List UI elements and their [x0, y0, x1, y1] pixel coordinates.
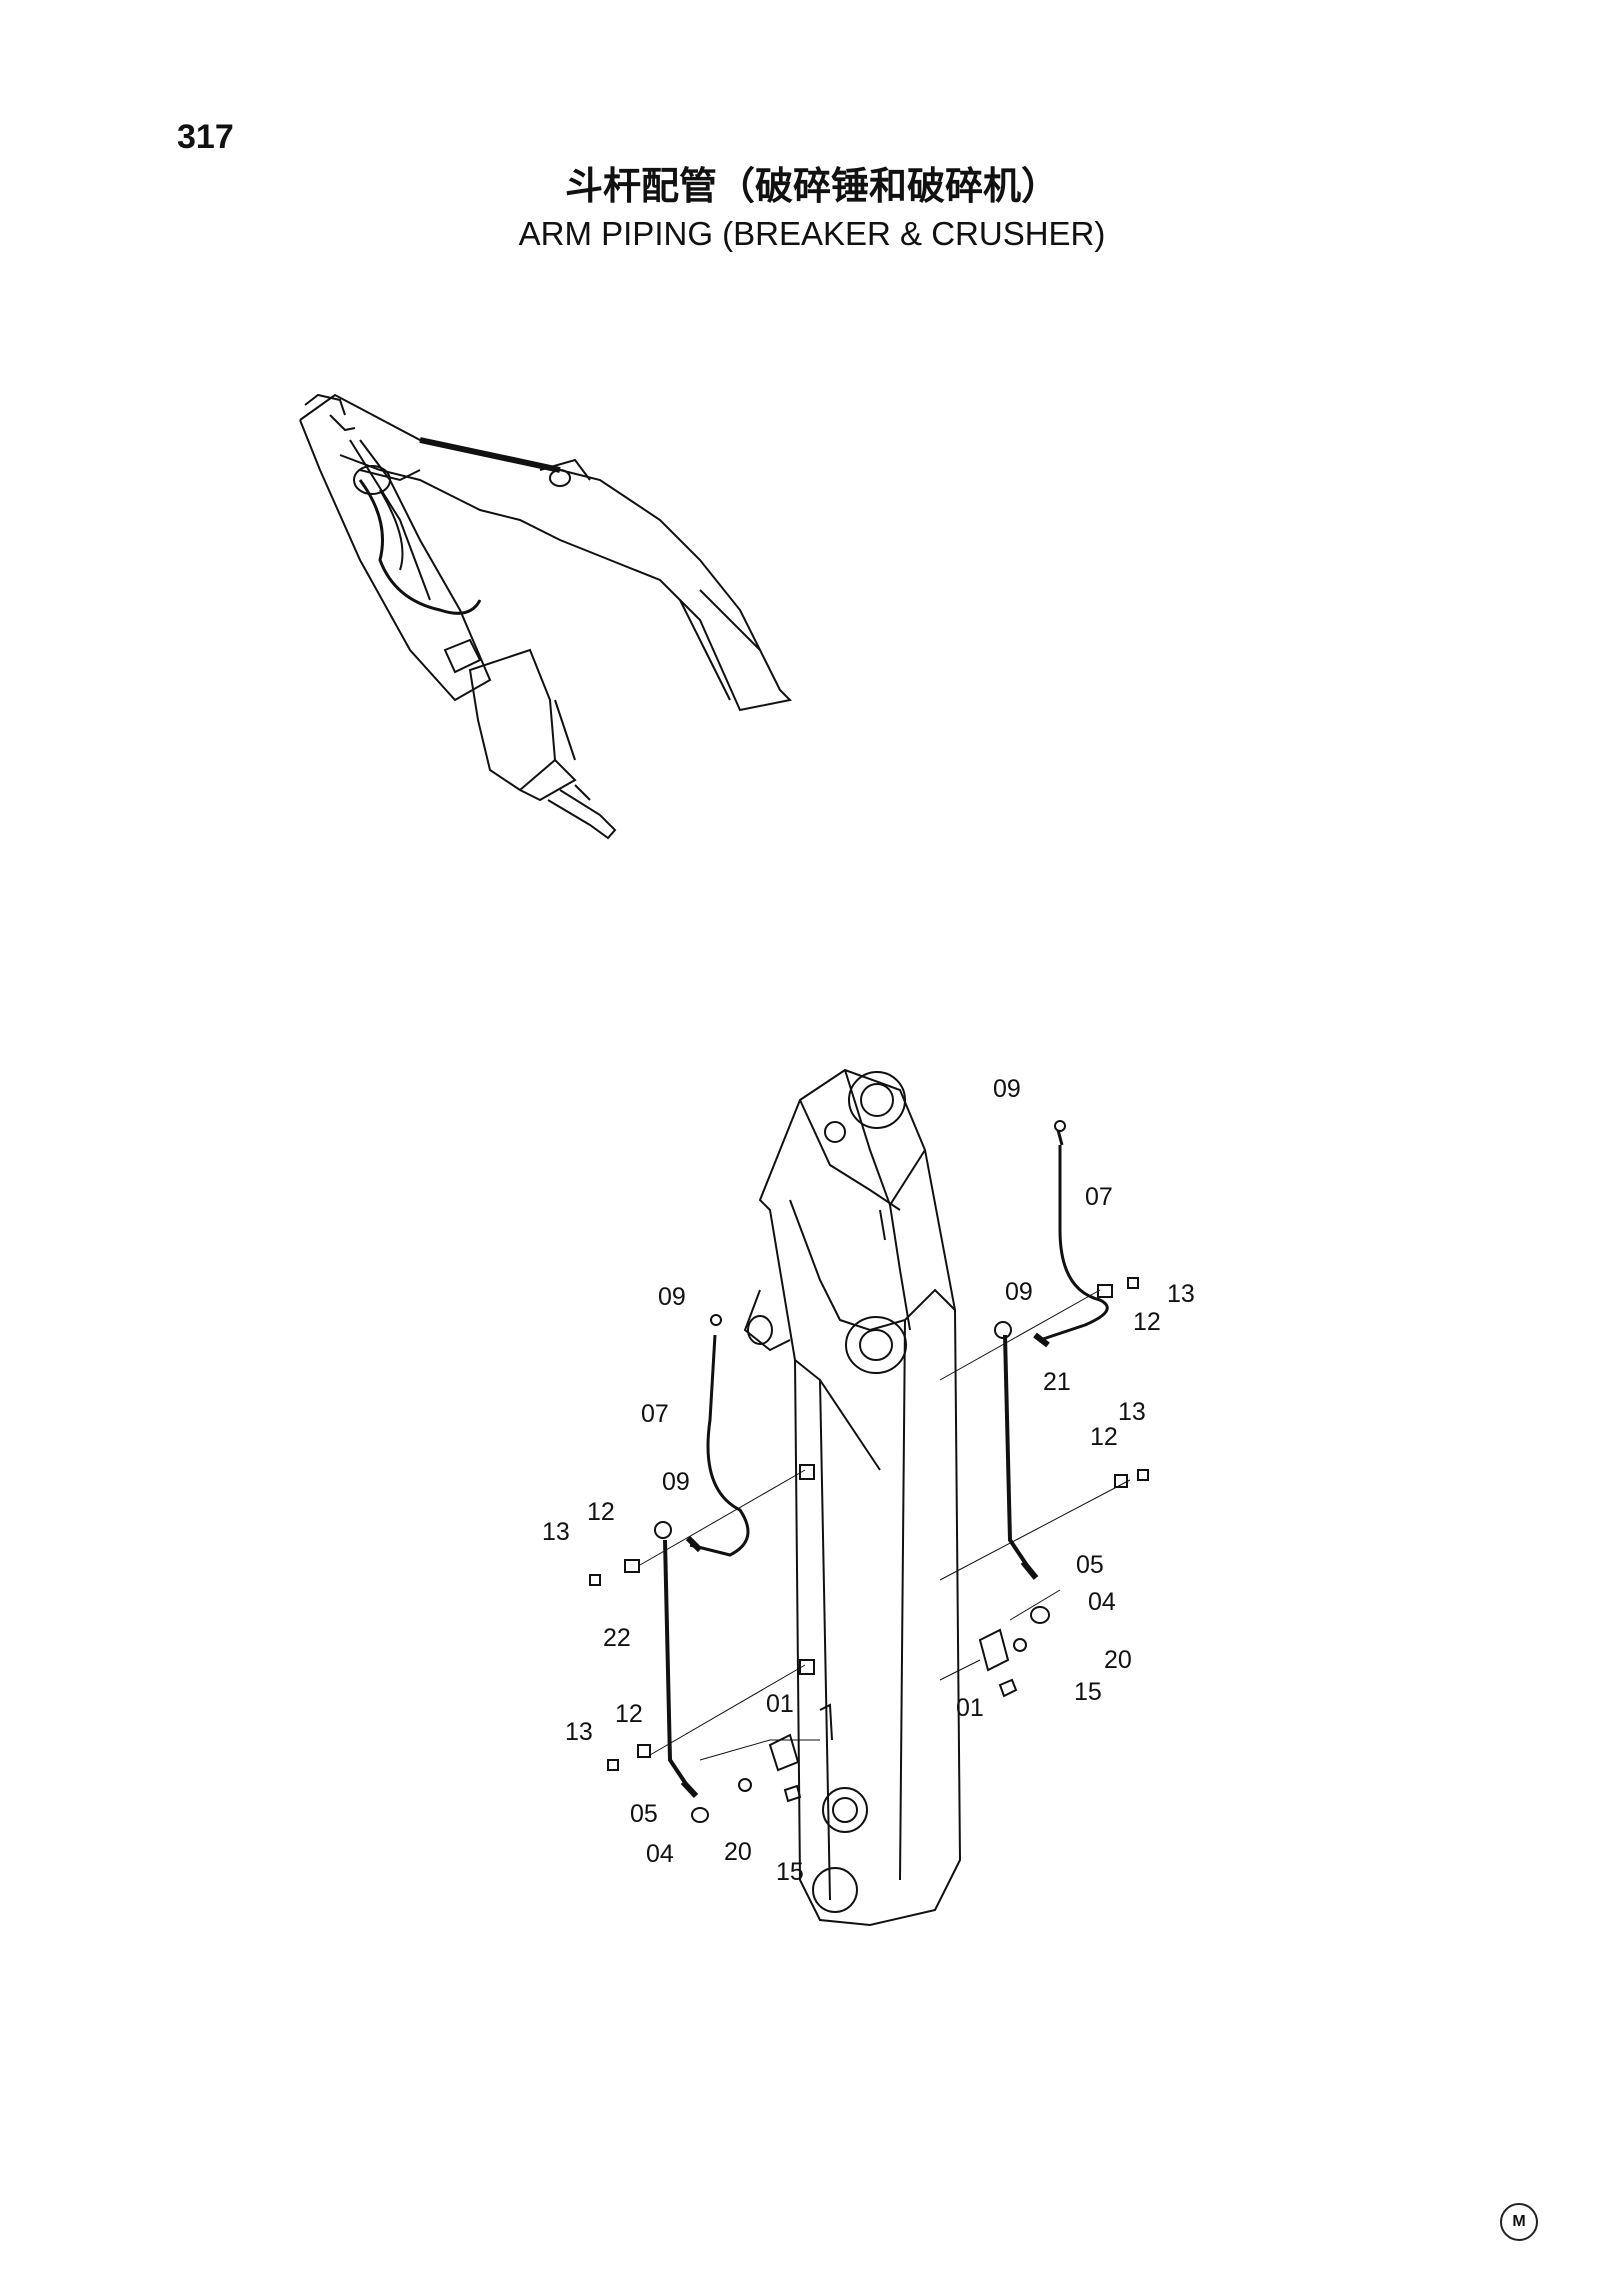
part-label-12: 12 — [587, 1498, 615, 1526]
part-label-09: 09 — [658, 1283, 686, 1311]
part-label-13: 13 — [1167, 1280, 1195, 1308]
part-label-04: 04 — [1088, 1588, 1116, 1616]
part-label-12: 12 — [615, 1700, 643, 1728]
page-title-english: ARM PIPING (BREAKER & CRUSHER) — [518, 215, 1106, 252]
right-pipe-21 — [939, 1277, 1149, 1698]
left-hose-07 — [685, 1314, 750, 1557]
part-label-13: 13 — [542, 1518, 570, 1546]
part-label-05: 05 — [1076, 1551, 1104, 1579]
part-label-20: 20 — [1104, 1646, 1132, 1674]
part-label-01: 01 — [766, 1690, 794, 1718]
part-label-12: 12 — [1090, 1423, 1118, 1451]
part-label-13: 13 — [1118, 1398, 1146, 1426]
part-label-12: 12 — [1133, 1308, 1161, 1336]
part-label-21: 21 — [1043, 1368, 1071, 1396]
part-label-09: 09 — [993, 1075, 1021, 1103]
part-label-07: 07 — [1085, 1183, 1113, 1211]
part-label-09: 09 — [662, 1468, 690, 1496]
part-label-22: 22 — [603, 1624, 631, 1652]
part-label-01: 01 — [956, 1694, 984, 1722]
part-label-15: 15 — [1074, 1678, 1102, 1706]
registered-mark-icon: M — [1500, 2203, 1538, 2241]
part-label-13: 13 — [565, 1718, 593, 1746]
part-label-05: 05 — [630, 1800, 658, 1828]
page-title-chinese: 斗杆配管（破碎锤和破碎机） — [564, 164, 1059, 208]
part-number-labels: 0907131209211312050420150109070912132212… — [542, 1075, 1195, 1886]
arm-structure — [743, 1068, 962, 1927]
part-label-09: 09 — [1005, 1278, 1033, 1306]
page-number: 317 — [177, 118, 234, 156]
right-hose-07 — [1033, 1120, 1109, 1348]
part-label-20: 20 — [724, 1838, 752, 1866]
part-label-15: 15 — [776, 1858, 804, 1886]
part-label-04: 04 — [646, 1840, 674, 1868]
left-pipe-22 — [589, 1464, 833, 1823]
part-label-07: 07 — [641, 1400, 669, 1428]
